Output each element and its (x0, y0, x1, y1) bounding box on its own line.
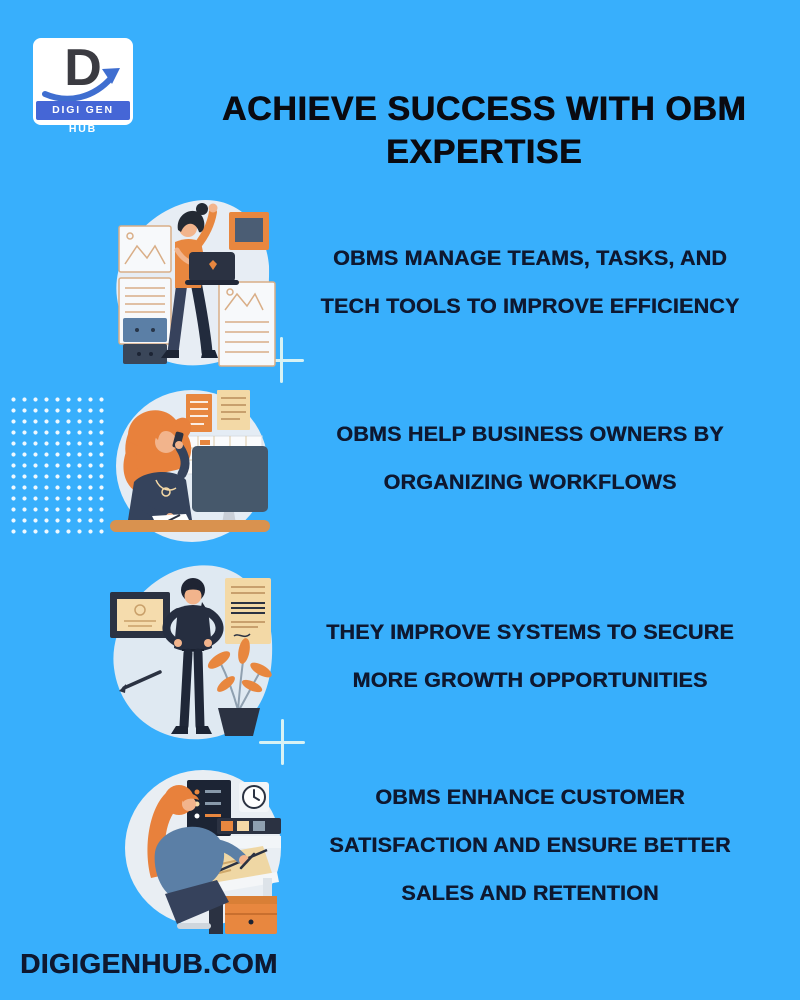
section-4-line-1: OBMS ENHANCE CUSTOMER (375, 785, 685, 809)
section-1-line-1: OBMS MANAGE TEAMS, TASKS, AND (333, 246, 727, 270)
section-2-line-2: ORGANIZING WORKFLOWS (383, 470, 677, 494)
illustration-businesswoman-with-plant (110, 565, 273, 740)
section-4-line-3: SALES AND RETENTION (401, 881, 659, 905)
section-4-copy: OBMS ENHANCE CUSTOMER SATISFACTION AND E… (290, 773, 770, 917)
website-url: DIGIGENHUB.COM (20, 948, 278, 979)
page-title: ACHIEVE SUCCESS WITH OBM EXPERTISE (168, 88, 800, 174)
section-3-line-1: THEY IMPROVE SYSTEMS TO SECURE (326, 620, 734, 644)
plus-decoration (258, 337, 304, 383)
logo-monogram: D (64, 39, 102, 97)
section-2-copy: OBMS HELP BUSINESS OWNERS BY ORGANIZING … (290, 410, 770, 506)
plus-decoration (259, 719, 305, 765)
brand-logo: D DIGI GEN HUB (33, 36, 133, 135)
section-2-line-1: OBMS HELP BUSINESS OWNERS BY (336, 422, 724, 446)
dot-grid-decoration (6, 392, 105, 535)
illustration-woman-drawing-at-desk (125, 770, 281, 934)
section-3-copy: THEY IMPROVE SYSTEMS TO SECURE MORE GROW… (290, 608, 770, 704)
illustration-woman-standing-with-laptop (116, 199, 276, 367)
section-3-line-2: MORE GROWTH OPPORTUNITIES (352, 668, 708, 692)
logo-wordmark: DIGI GEN HUB (36, 101, 130, 135)
section-1-copy: OBMS MANAGE TEAMS, TASKS, AND TECH TOOLS… (290, 234, 770, 330)
page-title-line1: ACHIEVE SUCCESS WITH OBM (221, 90, 747, 128)
section-1-line-2: TECH TOOLS TO IMPROVE EFFICIENCY (320, 294, 740, 318)
page-title-line2: EXPERTISE (385, 133, 583, 171)
logo-mark: D (33, 36, 133, 102)
illustration-woman-on-phone-at-desk (110, 390, 270, 542)
section-4-line-2: SATISFACTION AND ENSURE BETTER (329, 833, 731, 857)
growth-arrow-icon (42, 68, 120, 102)
